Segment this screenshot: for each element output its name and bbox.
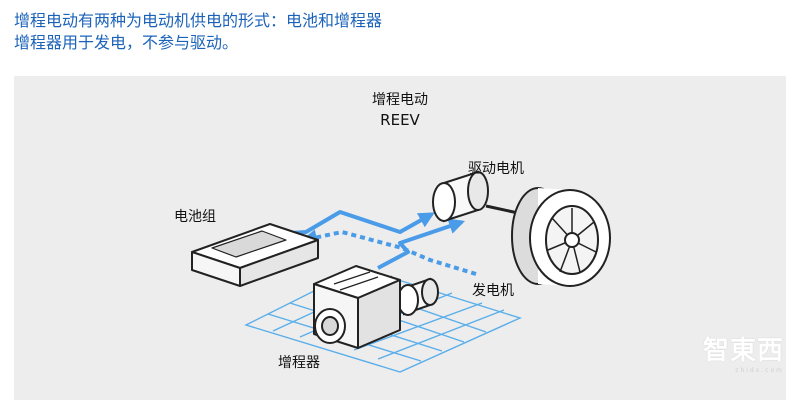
diagram-title: 增程电动 REEV (330, 90, 470, 130)
battery-pack-label: 电池组 (174, 209, 216, 225)
watermark: 智東西 zhidx.com (703, 330, 784, 374)
drive-motor (432, 170, 533, 223)
diagram-panel (14, 76, 786, 400)
header-line-2: 增程器用于发电，不参与驱动。 (14, 33, 239, 52)
range-extender (313, 265, 401, 349)
battery-pack (191, 223, 319, 287)
title-cn: 增程电动 (372, 92, 428, 108)
watermark-logo-text: 智東西 (702, 336, 784, 366)
wheel (511, 187, 611, 287)
generator (397, 277, 439, 316)
drive-motor-label: 驱动电机 (468, 161, 524, 177)
header: 增程电动有两种为电动机供电的形式：电池和增程器 增程器用于发电，不参与驱动。 (14, 10, 382, 54)
watermark-subtext: zhidx.com (735, 367, 784, 374)
range-extender-label: 增程器 (278, 355, 320, 371)
title-en: REEV (380, 111, 420, 129)
header-line-1: 增程电动有两种为电动机供电的形式：电池和增程器 (14, 11, 383, 30)
generator-label: 发电机 (472, 283, 514, 299)
generator-to-battery-arrow (300, 229, 477, 276)
